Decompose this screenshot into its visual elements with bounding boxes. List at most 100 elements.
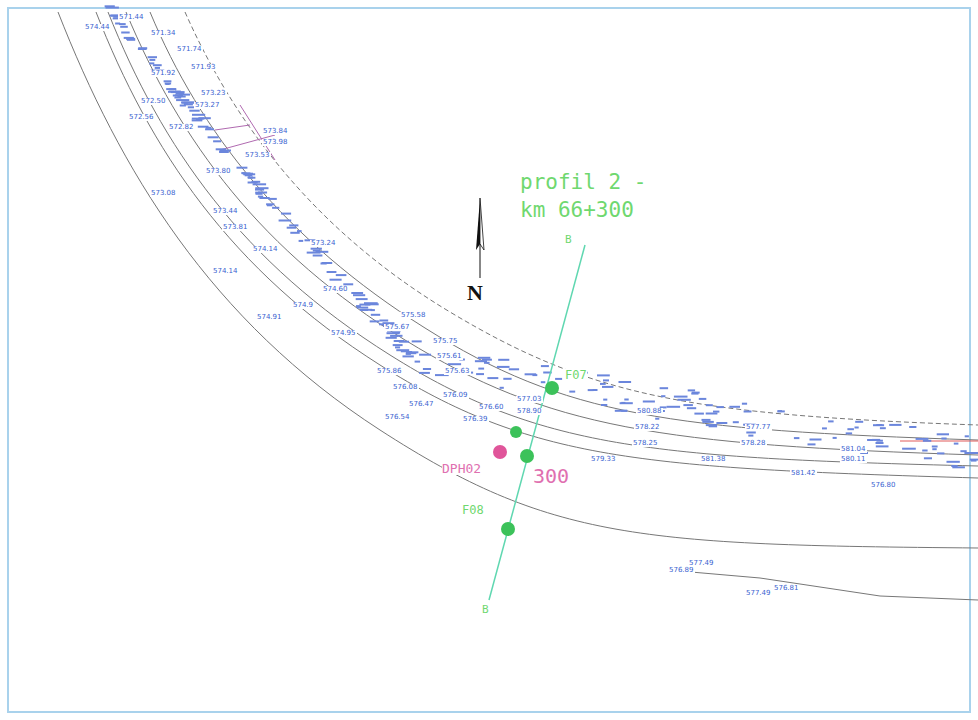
point-mark: [746, 432, 756, 434]
point-mark: [880, 427, 886, 429]
point-mark: [395, 346, 400, 348]
point-mark: [498, 359, 509, 361]
section-letter: B: [482, 604, 489, 615]
point-mark: [620, 402, 633, 404]
elevation-value: 578.28: [740, 440, 767, 447]
point-mark: [148, 56, 157, 58]
point-mark: [397, 340, 402, 342]
point-mark: [192, 114, 205, 116]
profile-title: profil 2 -: [520, 172, 646, 193]
elevation-value: 574.14: [212, 268, 239, 275]
point-mark: [313, 255, 323, 257]
road-lines: [58, 12, 978, 600]
point-mark: [401, 350, 408, 352]
elevation-value: 576.81: [773, 585, 800, 592]
point-mark: [423, 368, 431, 370]
elevation-value: 581.38: [700, 456, 727, 463]
north-label: N: [467, 282, 483, 304]
point-mark: [855, 427, 859, 429]
elevation-value: 573.44: [212, 208, 239, 215]
point-mark: [541, 365, 549, 367]
point-mark: [706, 413, 718, 415]
point-mark: [196, 118, 203, 120]
point-mark: [674, 396, 688, 398]
elevation-value: 573.23: [200, 90, 227, 97]
survey-points: [105, 5, 978, 470]
point-mark: [126, 38, 130, 40]
point-mark: [299, 240, 304, 242]
point-mark: [713, 411, 719, 413]
point-mark: [828, 420, 834, 422]
point-mark: [407, 352, 417, 354]
elevation-value: 576.47: [408, 401, 435, 408]
point-mark: [810, 439, 822, 441]
elevation-value: 573.53: [244, 152, 271, 159]
point-mark: [602, 386, 613, 388]
point-mark: [661, 395, 665, 397]
point-mark: [923, 440, 931, 442]
point-mark: [106, 7, 119, 9]
elevation-value: 571.92: [150, 70, 177, 77]
elevation-value: 579.33: [590, 456, 617, 463]
point-mark: [351, 292, 363, 294]
point-mark: [290, 232, 299, 234]
point-mark: [702, 421, 714, 423]
point-mark: [198, 126, 209, 128]
point-mark: [937, 433, 949, 435]
point-mark: [941, 438, 946, 440]
point-mark: [555, 378, 562, 380]
elevation-value: 573.08: [150, 190, 177, 197]
elevation-value: 571.44: [118, 14, 145, 21]
point-mark: [175, 91, 181, 93]
point-mark: [279, 220, 292, 222]
point-mark: [153, 64, 162, 66]
elevation-value: 575.61: [436, 353, 463, 360]
elevation-value: 575.58: [400, 312, 427, 319]
point-mark: [876, 440, 883, 442]
point-mark: [336, 274, 347, 276]
elevation-value: 574.91: [256, 314, 283, 321]
elevation-value: 576.89: [668, 567, 695, 574]
point-mark: [149, 59, 155, 61]
point-mark: [182, 102, 194, 104]
point-mark: [971, 460, 977, 462]
point-mark: [149, 62, 154, 64]
point-mark: [255, 187, 268, 189]
point-mark: [532, 374, 537, 376]
point-mark: [833, 437, 837, 439]
point-mark: [213, 140, 221, 142]
point-mark: [716, 422, 727, 424]
point-mark: [509, 368, 519, 370]
point-mark: [208, 136, 219, 138]
point-mark: [937, 452, 944, 454]
point-mark: [138, 47, 147, 49]
elevation-value: 581.04: [840, 446, 867, 453]
point-mark: [748, 435, 753, 437]
point-mark: [716, 406, 724, 408]
point-mark: [867, 439, 876, 441]
point-mark: [597, 374, 610, 376]
point-mark: [386, 337, 397, 339]
point-mark: [687, 407, 696, 409]
point-mark: [954, 443, 959, 445]
section-letter: B: [565, 234, 572, 245]
point-mark: [487, 377, 498, 379]
point-mark: [120, 26, 128, 28]
borehole-point: [501, 522, 515, 536]
elevation-value: 572.56: [128, 114, 155, 121]
profile-line: [489, 245, 585, 600]
elevation-value: 578.25: [632, 440, 659, 447]
point-mark: [181, 102, 195, 104]
point-mark: [164, 80, 172, 82]
point-mark: [601, 404, 607, 406]
point-mark: [683, 404, 693, 406]
point-mark: [655, 418, 659, 420]
point-mark: [287, 227, 296, 229]
elevation-value: 572.50: [140, 98, 167, 105]
point-mark: [121, 32, 130, 34]
point-mark: [289, 224, 298, 226]
point-mark: [600, 383, 606, 385]
point-mark: [248, 177, 254, 179]
elevation-value: 576.08: [392, 384, 419, 391]
point-mark: [702, 419, 711, 421]
